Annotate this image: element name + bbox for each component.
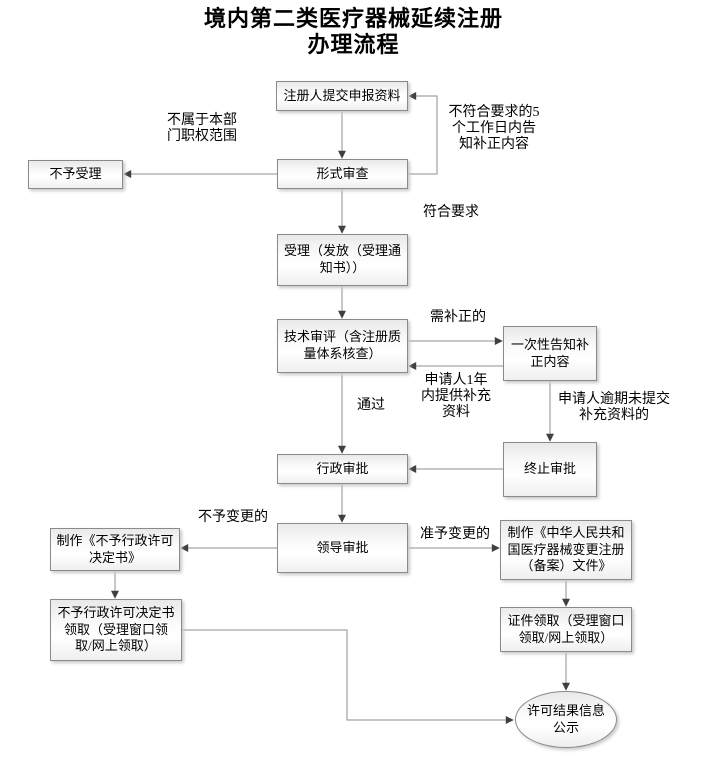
- edge-label-deny-change: 不予变更的: [198, 510, 268, 525]
- edge-label-need-correction: 需补正的: [430, 310, 486, 325]
- node-make-certificate: 制作《中华人民共和 国医疗器械变更注册 （备案）文件》: [500, 520, 632, 580]
- arrow-denial-pickup-to-publish: [182, 629, 514, 724]
- edge-label-approve-change: 准予变更的: [420, 527, 490, 542]
- node-one-time-notice: 一次性告知补 正内容: [503, 326, 597, 381]
- arrow-formal-review-to-submit-feedback: [408, 92, 438, 175]
- flow-title: 境内第二类医疗器械延续注册 办理流程: [203, 6, 503, 57]
- node-formal-review: 形式审查: [277, 159, 408, 189]
- edge-label-supplement-1year: 申请人1年 内提供补充 资料: [421, 373, 491, 420]
- node-publish-ellipse: 许可结果信息 公示: [515, 691, 617, 748]
- node-leader-approval: 领导审批: [277, 523, 408, 573]
- edge-label-out-of-scope: 不属于本部 门职权范围: [167, 113, 237, 144]
- edge-label-meet: 符合要求: [423, 205, 479, 220]
- edge-label-not-meet-5days: 不符合要求的5 个工作日内告 知补正内容: [448, 105, 540, 152]
- node-submit: 注册人提交申报资料: [276, 81, 408, 111]
- node-tech-review: 技术审评（含注册质 量体系核查）: [277, 319, 408, 373]
- node-terminate: 终止审批: [503, 442, 597, 497]
- node-not-accepted: 不予受理: [28, 160, 123, 189]
- node-cert-pickup: 证件领取（受理窗口 领取/网上领取）: [500, 607, 632, 652]
- node-make-denial: 制作《不予行政许可 决定书》: [50, 528, 180, 571]
- edge-label-overdue: 申请人逾期未提交 补充资料的: [558, 392, 670, 423]
- edge-label-pass: 通过: [357, 398, 385, 413]
- node-admin-approval: 行政审批: [277, 454, 408, 484]
- node-accept: 受理（发放（受理通 知书））: [277, 234, 408, 286]
- node-denial-pickup: 不予行政许可决定书 领取（受理窗口领 取/网上领取）: [50, 599, 182, 661]
